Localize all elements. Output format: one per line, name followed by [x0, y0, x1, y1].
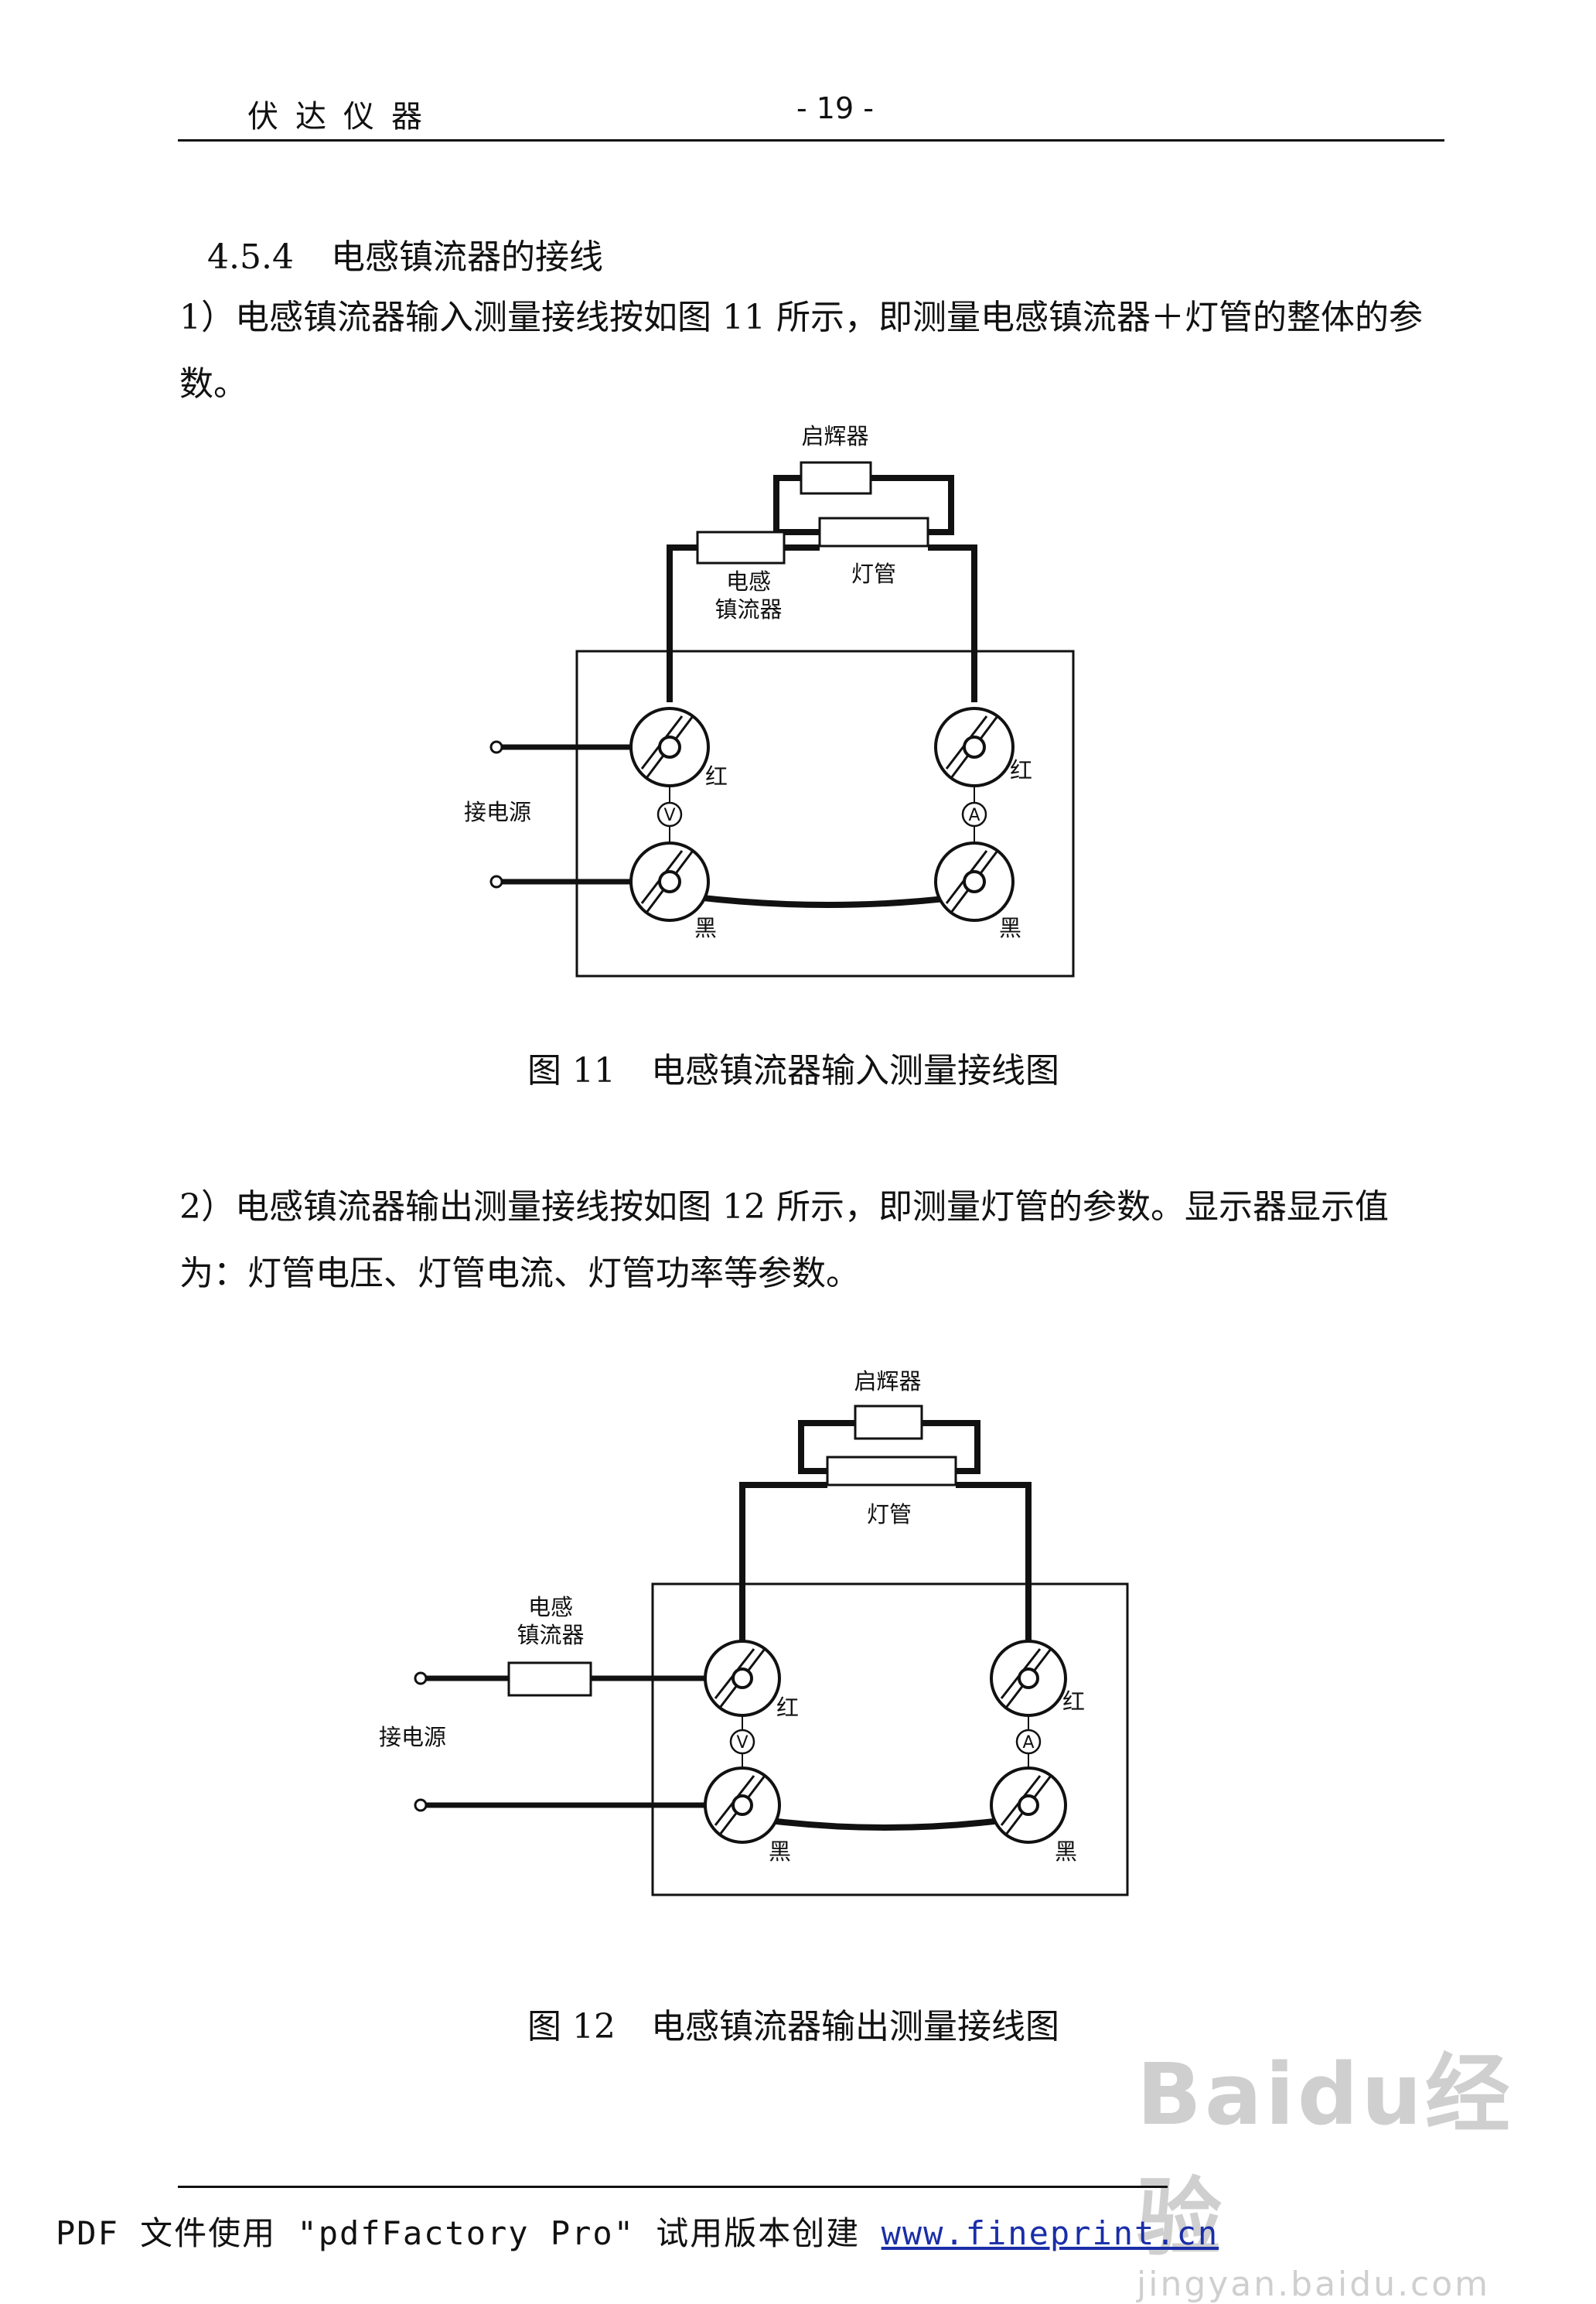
- terminal-red-right: [934, 707, 1015, 787]
- label-black-right: 黑: [999, 915, 1021, 941]
- ammeter-symbol: [961, 801, 987, 828]
- power-terminal-top: [414, 1671, 428, 1685]
- baidu-watermark: Baidu经验 jingyan.baidu.com: [1137, 2025, 1596, 2304]
- terminal-red-left: [629, 707, 710, 787]
- section-heading: 4.5.4 电感镇流器的接线: [207, 229, 603, 278]
- terminal-black-left: [704, 1766, 781, 1844]
- power-terminal-bottom: [489, 875, 503, 889]
- starter-resistor: [854, 1405, 923, 1440]
- figure-12-caption: 图 12 电感镇流器输出测量接线图: [527, 1999, 1059, 2048]
- starter-loop-wire: [798, 1420, 980, 1474]
- footer-link[interactable]: www.fineprint.cn: [881, 2214, 1219, 2252]
- figure-12-title: 电感镇流器输出测量接线图: [650, 2007, 1059, 2046]
- ammeter-label: A: [968, 806, 980, 825]
- header-rule: [178, 139, 1444, 142]
- voltmeter-symbol: [656, 801, 683, 828]
- figure-11-number: 图 11: [527, 1051, 616, 1091]
- figure-11-caption: 图 11 电感镇流器输入测量接线图: [527, 1043, 1059, 1092]
- label-red-right: 红: [1010, 757, 1032, 783]
- label-red-left: 红: [776, 1695, 799, 1721]
- watermark-url: jingyan.baidu.com: [1137, 2265, 1491, 2304]
- power-terminal-bottom: [414, 1798, 428, 1812]
- power-label: 接电源: [379, 1724, 446, 1750]
- ammeter-label: A: [1022, 1733, 1034, 1753]
- ballast-resistor: [507, 1661, 592, 1697]
- figure-12-wiring-diagram: 启辉器 灯管 电感 镇流器 接电源 V: [379, 1368, 1129, 1896]
- ballast-label-line1: 电感: [528, 1594, 573, 1620]
- ballast-label-line1: 电感: [726, 568, 771, 595]
- ballast-resistor: [696, 531, 786, 565]
- header-page-number: - 19 -: [796, 91, 874, 125]
- wire-top-left: [667, 544, 977, 702]
- black-link-wire: [769, 1818, 1001, 1831]
- voltmeter-label: V: [736, 1733, 748, 1753]
- footer-rule: [178, 2186, 1168, 2188]
- watermark-logo: Baidu经验: [1137, 2045, 1513, 2268]
- label-red-left: 红: [705, 763, 728, 790]
- footer-text: PDF 文件使用 "pdfFactory Pro" 试用版本创建: [56, 2214, 882, 2252]
- voltmeter-symbol: [729, 1729, 755, 1755]
- power-label: 接电源: [464, 799, 531, 825]
- terminal-red-right: [990, 1640, 1067, 1717]
- figure-12-number: 图 12: [527, 2007, 616, 2046]
- lamp-wires: [739, 1482, 1032, 1678]
- starter-label: 启辉器: [801, 423, 868, 449]
- figure-11-title: 电感镇流器输入测量接线图: [650, 1051, 1059, 1091]
- lamp-label: 灯管: [851, 561, 896, 587]
- terminal-black-left: [629, 841, 710, 922]
- black-link-wire: [695, 894, 960, 908]
- starter-label: 启辉器: [854, 1368, 921, 1394]
- label-red-right: 红: [1062, 1688, 1085, 1715]
- label-black-left: 黑: [769, 1838, 791, 1865]
- terminal-red-left: [704, 1640, 781, 1717]
- terminal-black-right: [934, 841, 1015, 922]
- paragraph-input-measurement: 1）电感镇流器输入测量接线按如图 11 所示，即测量电感镇流器＋灯管的整体的参数…: [179, 298, 1423, 404]
- voltmeter-label: V: [663, 806, 675, 825]
- ammeter-symbol: [1015, 1729, 1042, 1755]
- lamp-tube: [826, 1456, 957, 1487]
- instrument-box: [575, 650, 1075, 978]
- figure-11-wiring-diagram: 启辉器 灯管 电感 镇流器 接电源 V: [464, 423, 1075, 978]
- section-number: 4.5.4: [207, 237, 294, 277]
- footer: PDF 文件使用 "pdfFactory Pro" 试用版本创建 www.fin…: [56, 2207, 1219, 2255]
- label-black-right: 黑: [1055, 1838, 1077, 1865]
- label-black-left: 黑: [694, 915, 717, 941]
- terminal-black-right: [990, 1766, 1067, 1844]
- lamp-tube: [818, 517, 929, 548]
- starter-resistor: [800, 461, 872, 495]
- lamp-label: 灯管: [867, 1501, 912, 1527]
- section-title: 电感镇流器的接线: [330, 237, 603, 277]
- power-terminal-top: [489, 740, 503, 754]
- header-company: 伏达仪器: [247, 99, 439, 135]
- instrument-box: [651, 1582, 1129, 1896]
- ballast-label-line2: 镇流器: [517, 1622, 584, 1648]
- ballast-label-line2: 镇流器: [714, 596, 782, 623]
- paragraph-output-measurement: 2）电感镇流器输出测量接线按如图 12 所示，即测量灯管的参数。显示器显示值为：…: [179, 1187, 1389, 1293]
